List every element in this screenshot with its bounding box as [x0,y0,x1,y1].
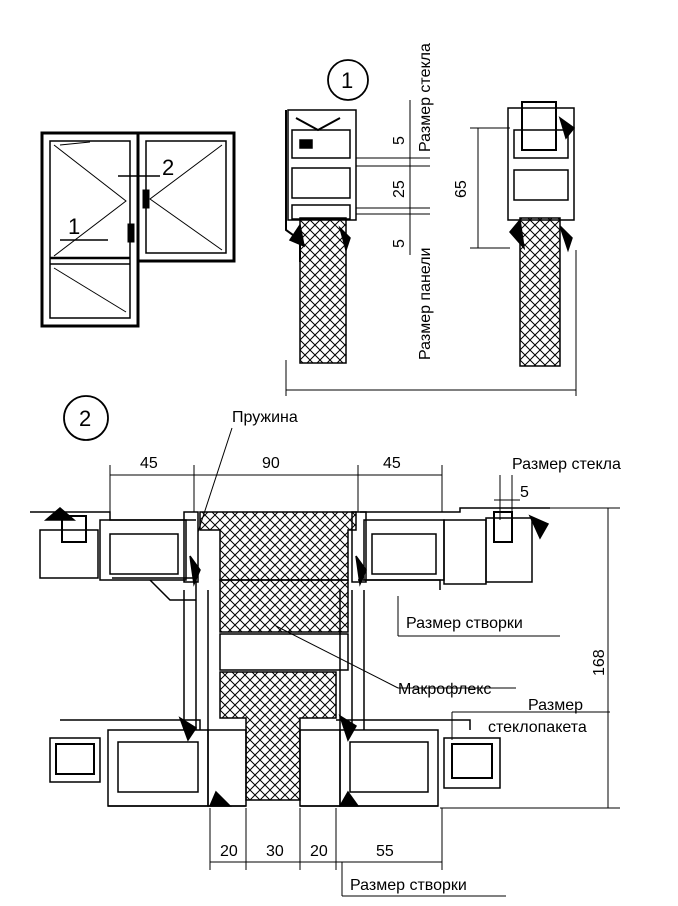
section2-callout: 2 [63,395,109,441]
glazing-unit-size-label-1: Размер [528,697,583,714]
section2-dim-bottom-1: 20 [220,843,238,860]
section1-panel-size-label: Размер панели [417,248,434,360]
section2-bottom-dimensions [209,808,506,897]
section2-bottom-left-frame [49,716,247,807]
section1-dim-top: 5 [391,136,408,145]
section2-marker: 2 [79,406,91,431]
section2-dim-bottom-2: 30 [266,843,284,860]
section2-top-left-frame [30,507,201,601]
section2-height-dimension [440,507,620,809]
section2-mullion [183,590,365,730]
glazing-unit-leader [451,711,610,740]
section1-left-profile [285,109,357,364]
section2-dim-left: 45 [140,455,158,472]
section2-top-right-frame [351,507,550,590]
section2-dim-right: 45 [383,455,401,472]
elevation-marker-2: 2 [162,155,174,180]
section1-right-profile [507,101,576,367]
sash-size-label: Размер створки [406,615,523,632]
section2-glass-offset: 5 [520,484,529,501]
section1-callout: 1 [327,59,369,101]
section1-marker: 1 [341,68,353,93]
section1-dim-overall: 65 [453,180,470,198]
glazing-unit-size-label-2: стеклопакета [488,719,587,736]
section2-panel-core [199,511,357,801]
section1-dim-bottom: 5 [391,239,408,248]
section2-bottom-right-frame [299,714,501,807]
macroflex-leader [275,625,516,689]
macroflex-label: Макрофлекс [398,681,491,698]
section2-dim-bottom-4: 55 [376,843,394,860]
spring-label: Пружина [232,409,298,426]
sash-size-bottom-label: Размер створки [350,877,467,894]
section2-dim-height: 168 [591,649,608,676]
section1-dimensions [285,100,577,396]
sash-size-leader [397,596,560,637]
section1-dim-middle: 25 [391,180,408,198]
section2-glass-size-label: Размер стекла [512,456,621,473]
elevation-marker-1: 1 [68,214,80,239]
section2-dim-center: 90 [262,455,280,472]
section1-glass-size-label: Размер стекла [417,43,434,152]
section2-dim-bottom-3: 20 [310,843,328,860]
window-elevation [40,131,236,328]
